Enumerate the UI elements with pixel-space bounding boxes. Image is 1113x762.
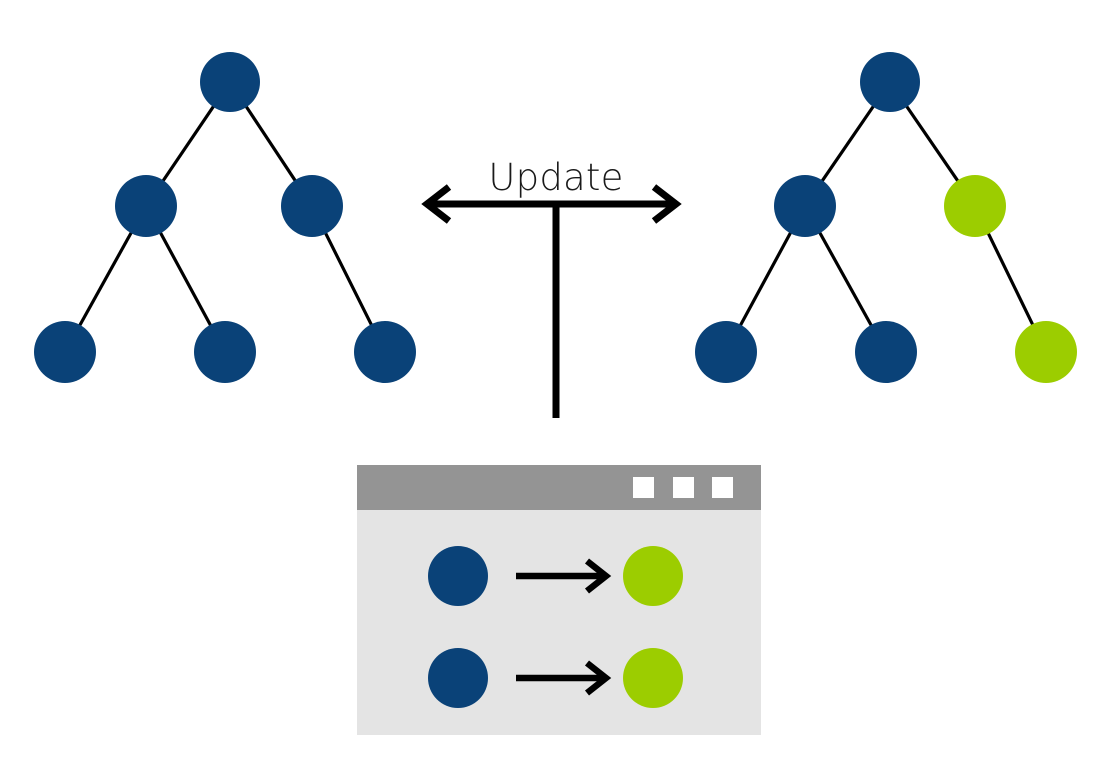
tree-node-right-child[interactable] [281,175,343,237]
before-tree-edges [77,104,374,328]
before-tree-nodes [34,52,416,383]
mapping-arrow-head [584,558,612,594]
tree-node-root[interactable] [200,52,260,112]
update-window[interactable] [357,465,761,735]
tree-edge [738,230,793,328]
tree-edge [986,231,1035,327]
tree-edge [77,230,134,328]
mapping-source-node[interactable] [428,648,488,708]
window-button-2[interactable] [673,477,694,498]
tree-node-leaf-1[interactable] [695,321,757,383]
window-buttons[interactable] [633,477,733,498]
window-button-1[interactable] [633,477,654,498]
tree-node-leaf-3[interactable] [1015,321,1077,383]
mapping-row-1 [428,546,683,606]
tree-node-leaf-3[interactable] [354,321,416,383]
tree-edge [158,230,213,328]
tree-node-leaf-2[interactable] [194,321,256,383]
window-titlebar[interactable] [357,465,761,510]
mapping-target-node[interactable] [623,648,683,708]
after-tree-nodes [695,52,1077,383]
tree-edge [323,231,374,327]
mapping-row-2 [428,648,683,708]
update-label: Update [488,156,623,199]
tree-edge [244,104,298,183]
mapping-source-node[interactable] [428,546,488,606]
tree-edge [160,104,216,183]
tree-node-left-child[interactable] [774,175,836,237]
update-arrow-head-left [421,184,452,224]
tree-node-left-child[interactable] [115,175,177,237]
update-double-arrow: Update [421,156,682,418]
window-mapping-rows [428,546,683,708]
after-tree-edges [738,104,1035,328]
window-button-3[interactable] [712,477,733,498]
mapping-arrow-head [584,660,612,696]
tree-node-root[interactable] [860,52,920,112]
tree-edge [820,104,876,183]
tree-edge [904,104,960,183]
tree-edge [817,230,874,328]
update-arrow-head-right [651,184,682,224]
tree-node-leaf-1[interactable] [34,321,96,383]
tree-node-leaf-2[interactable] [855,321,917,383]
mapping-target-node[interactable] [623,546,683,606]
tree-node-right-child[interactable] [944,175,1006,237]
